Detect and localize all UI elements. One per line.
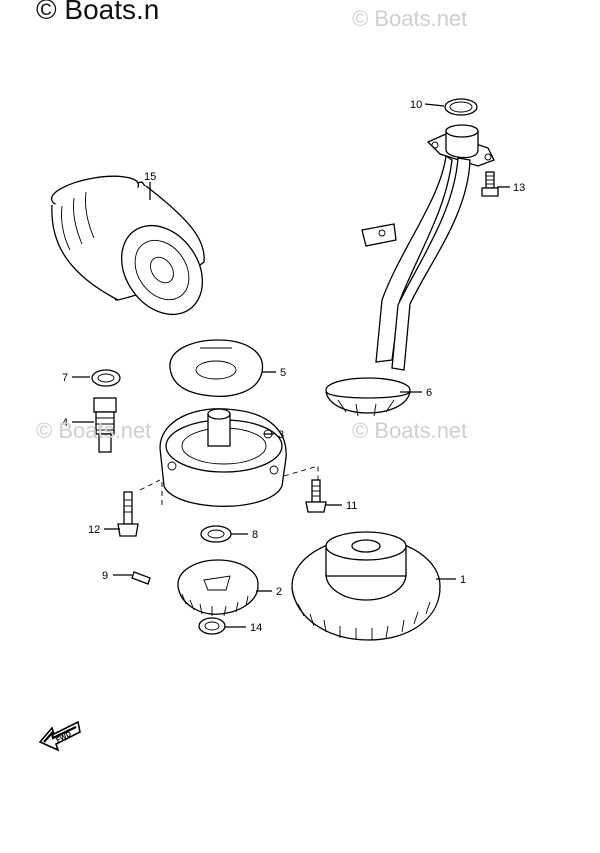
callout-4: 4 bbox=[62, 417, 68, 429]
watermark-main: © Boats.n bbox=[36, 0, 160, 25]
callout-11: 11 bbox=[346, 500, 357, 512]
watermark-faint-left: © Boats.net bbox=[36, 418, 152, 443]
part-14-o-ring bbox=[198, 617, 226, 635]
callout-13: 13 bbox=[513, 182, 525, 194]
part-4-fitting bbox=[93, 397, 117, 453]
fwd-arrow-icon: FWD bbox=[38, 720, 81, 752]
callout-9: 9 bbox=[102, 570, 108, 582]
part-8-washer bbox=[200, 525, 232, 543]
part-7-washer bbox=[91, 369, 121, 387]
callout-3: 3 bbox=[278, 429, 284, 441]
callout-numbers: 1 2 3 4 5 6 7 8 9 10 11 12 13 14 15 bbox=[62, 99, 525, 634]
leader-lines bbox=[72, 103, 510, 628]
watermark-faint-right: © Boats.net bbox=[352, 418, 468, 443]
part-11-bolt bbox=[305, 479, 327, 513]
part-15-oil-filter bbox=[50, 175, 205, 316]
callout-6: 6 bbox=[426, 387, 432, 399]
callout-10: 10 bbox=[410, 99, 422, 111]
callout-12: 12 bbox=[88, 524, 100, 536]
callout-5: 5 bbox=[280, 367, 286, 379]
part-2-driven-gear bbox=[177, 559, 259, 617]
part-3-oil-pump bbox=[159, 408, 287, 507]
part-1-drive-gear bbox=[291, 531, 441, 641]
part-6-oil-strainer bbox=[325, 124, 495, 417]
callout-7: 7 bbox=[62, 372, 68, 384]
callout-8: 8 bbox=[252, 529, 258, 541]
part-5-gasket bbox=[169, 339, 264, 398]
callout-2: 2 bbox=[276, 586, 282, 598]
part-9-pin bbox=[131, 571, 151, 585]
part-13-bolt bbox=[481, 171, 499, 197]
part-12-bolt bbox=[117, 491, 139, 537]
callout-15: 15 bbox=[144, 171, 156, 183]
part-10-o-ring bbox=[444, 98, 478, 116]
callout-14: 14 bbox=[250, 622, 262, 634]
callout-1: 1 bbox=[460, 574, 466, 586]
watermark-faint-top: © Boats.net bbox=[352, 6, 468, 31]
